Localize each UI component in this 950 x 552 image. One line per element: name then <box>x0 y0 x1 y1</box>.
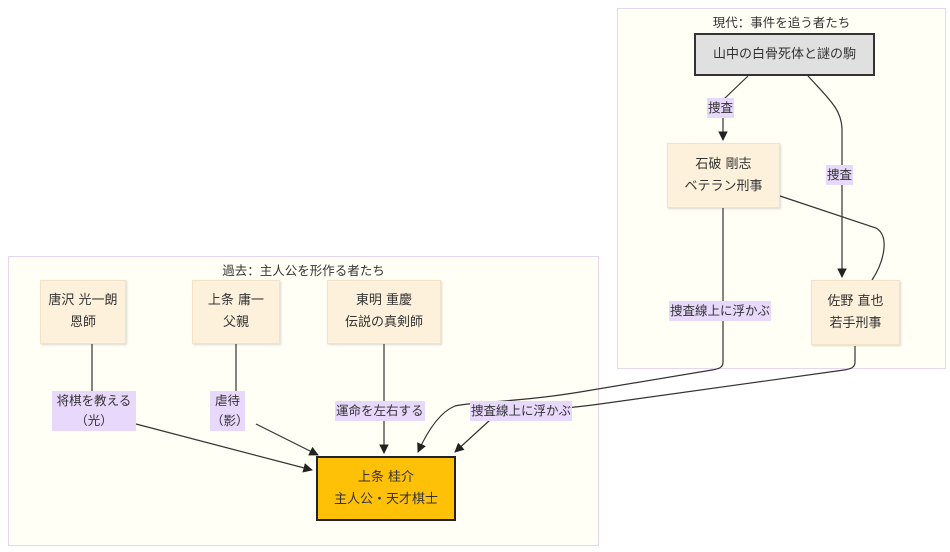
label-line: （光） <box>75 413 113 428</box>
label-line: 将棋を教える <box>56 393 132 408</box>
node-role: ベテラン刑事 <box>684 178 763 194</box>
node-label: 山中の白骨死体と謎の駒 <box>712 46 856 62</box>
label-line: 虐待 <box>214 393 240 408</box>
node-keisuke[interactable]: 上条 桂介主人公・天才棋士 <box>316 456 456 521</box>
cluster-title: 現代：事件を追う者たち <box>712 15 851 30</box>
node-karasawa[interactable]: 唐沢 光一朗恩師 <box>40 280 126 344</box>
node-role: 主人公・天才棋士 <box>333 491 438 507</box>
node-name: 唐沢 光一朗 <box>48 293 118 308</box>
node-name: 石破 剛志 <box>695 156 752 172</box>
edge-label-case-ishiba: 捜査 <box>707 98 735 118</box>
edge-ishiba-keisuke <box>417 208 724 453</box>
node-role: 若手刑事 <box>829 315 882 331</box>
edge-label-sano-keisuke: 捜査線上に浮かぶ <box>470 401 573 421</box>
node-case[interactable]: 山中の白骨死体と謎の駒 <box>694 33 875 76</box>
edge-sano-keisuke <box>454 346 856 453</box>
edge-label-case-sano: 捜査 <box>826 165 854 185</box>
node-role: 恩師 <box>69 315 96 330</box>
node-role: 父親 <box>222 315 249 330</box>
node-name: 佐野 直也 <box>827 293 884 309</box>
node-role: 伝説の真剣師 <box>344 315 423 330</box>
node-name: 上条 庸一 <box>207 293 265 308</box>
edge-label-yoichi: 虐待 （影） <box>210 391 249 431</box>
node-name: 上条 桂介 <box>357 469 415 485</box>
node-tomei[interactable]: 東明 重慶伝説の真剣師 <box>327 280 441 344</box>
edge-ishiba-sano <box>779 195 885 281</box>
node-name: 東明 重慶 <box>355 293 413 308</box>
label-line: （影） <box>211 413 249 428</box>
edge-karasawa-keisuke <box>91 344 312 470</box>
edge-label-tomei: 運命を左右する <box>335 401 425 421</box>
edge-case-sano <box>807 75 847 278</box>
edge-label-ishiba-keisuke: 捜査線上に浮かぶ <box>669 301 772 321</box>
node-ishiba[interactable]: 石破 剛志ベテラン刑事 <box>667 143 780 208</box>
cluster-title: 過去：主人公を形作る者たち <box>222 263 385 278</box>
edge-label-karasawa: 将棋を教える （光） <box>52 391 136 431</box>
node-yoichi[interactable]: 上条 庸一父親 <box>192 280 280 344</box>
edge-yoichi-keisuke <box>235 344 318 455</box>
node-sano[interactable]: 佐野 直也若手刑事 <box>811 280 900 345</box>
